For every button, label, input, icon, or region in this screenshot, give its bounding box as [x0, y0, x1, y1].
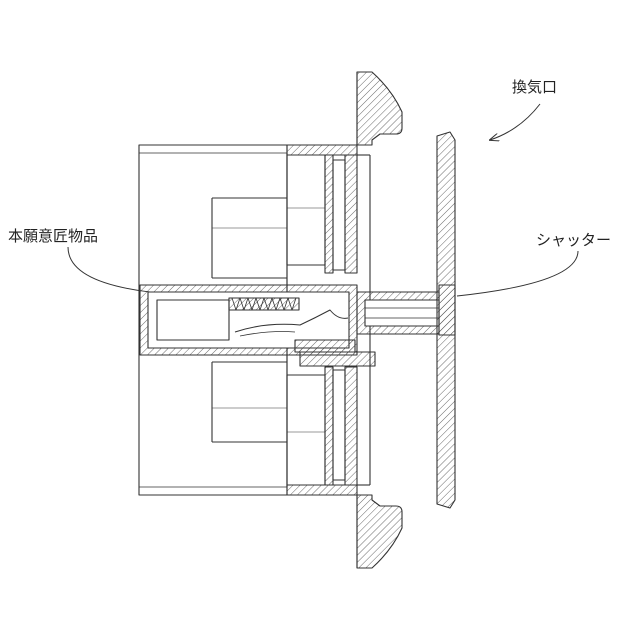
label-vent: 換気口 [512, 80, 557, 95]
label-product: 本願意匠物品 [8, 229, 98, 244]
label-shutter: シャッター [536, 233, 611, 248]
product-body [140, 285, 375, 366]
leader-lines [68, 104, 578, 296]
vent-flange-bottom [357, 495, 402, 568]
shutter-plate [437, 132, 455, 508]
leader-vent [490, 104, 540, 140]
shutter-shaft [357, 292, 439, 334]
leader-shutter [457, 251, 578, 296]
vent-flange-top [357, 72, 402, 145]
leader-product [68, 247, 150, 292]
